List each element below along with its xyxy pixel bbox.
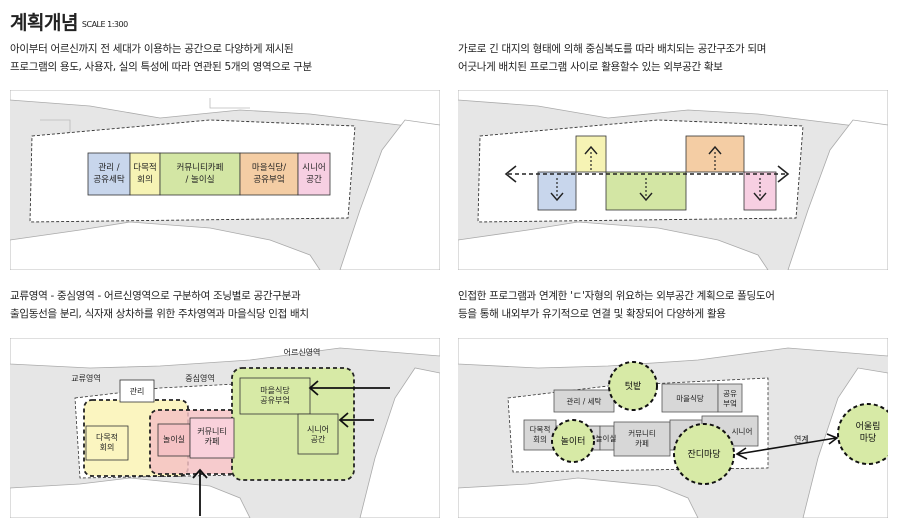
panel4-diagram: 관리 / 세탁 마을식당 공유 부엌 다목적 회의 놀이실 커뮤니티 카페 시니… (458, 338, 888, 518)
label-kitchen-2: 공유부엌 (260, 396, 289, 405)
panel1-caption: 아이부터 어르신까지 전 세대가 이용하는 공간으로 다양하게 제시된 프로그램… (10, 40, 312, 76)
p4-label-play: 놀이실 (596, 433, 617, 443)
zone-multi-label1: 다목적 (133, 162, 156, 173)
room-senior-box (297, 413, 339, 455)
link-arrow (735, 433, 839, 460)
label-lawn: 잔디마당 (687, 449, 720, 460)
panel2-diagram (458, 90, 888, 270)
label-central-zone: 중심영역 (185, 373, 214, 383)
circle-together (837, 403, 888, 465)
room-admin-box (119, 379, 155, 403)
label-admin: 관리 (130, 386, 145, 396)
panel3-diagram: 교류영역 중심영역 어르신영역 관리 다목적 회의 놀이실 커뮤니티 카페 마을… (10, 338, 440, 518)
room-kitchen-box (239, 377, 311, 415)
label-senior-1: 시니어 (307, 424, 329, 434)
p2-down-arrows (556, 150, 761, 198)
panel3-svg: 교류영역 중심영역 어르신영역 관리 다목적 회의 놀이실 커뮤니티 카페 마을… (10, 338, 440, 518)
scale-label: SCALE 1:300 (81, 20, 128, 29)
link-label: 연계 (794, 434, 809, 444)
zone-cafe-rect (159, 152, 241, 196)
panel1-svg: 관리 / 공유세탁 다목적 회의 커뮤니티카페 / 놀이실 마을식당/ 공유부엌… (10, 90, 440, 270)
circle-playground (551, 419, 595, 463)
panel2-caption-line2: 어긋나게 배치된 프로그램 사이로 활용할수 있는 외부공간 확보 (458, 61, 723, 73)
corridor-arrow-right (777, 165, 790, 183)
circle-lawn (673, 423, 735, 485)
label-play: 놀이실 (163, 434, 185, 444)
zone-admin-label2: 공유세탁 (93, 174, 124, 185)
label-together-1: 어울림 (856, 420, 881, 432)
label-kitchen-1: 마을식당 (260, 385, 290, 395)
p4-label-multi-2: 회의 (533, 434, 547, 444)
panel2-caption: 가로로 긴 대지의 형태에 의해 중심복도를 따라 배치되는 공간구조가 되며 … (458, 40, 766, 76)
label-cafe-2: 카페 (205, 436, 220, 446)
zone-senior-label1: 시니어 (302, 162, 325, 173)
circle-garden (608, 361, 658, 411)
room-multi-box (85, 425, 129, 461)
zone-admin-label1: 관리 / (98, 162, 119, 173)
zone-kitchen-rect (239, 152, 299, 196)
zone-senior-rect (297, 152, 331, 196)
label-exchange-zone: 교류영역 (71, 373, 100, 383)
entry-arrows (192, 380, 390, 516)
panel3-caption: 교류영역 - 중심영역 - 어르신영역으로 구분하여 조닝별로 공간구분과 출입… (10, 287, 309, 323)
panel4-caption: 인접한 프로그램과 연계한 'ㄷ'자형의 위요하는 외부공간 계획으로 폴딩도어… (458, 287, 775, 323)
panel4-svg: 관리 / 세탁 마을식당 공유 부엌 다목적 회의 놀이실 커뮤니티 카페 시니… (458, 338, 888, 518)
label-together-2: 마당 (860, 433, 877, 444)
p4-label-multi-1: 다목적 (530, 424, 551, 434)
panel1-caption-line1: 아이부터 어르신까지 전 세대가 이용하는 공간으로 다양하게 제시된 (10, 43, 294, 55)
panel3-caption-line1: 교류영역 - 중심영역 - 어르신영역으로 구분하여 조닝별로 공간구분과 (10, 290, 301, 302)
panel1-caption-line2: 프로그램의 용도, 사용자, 실의 특성에 따라 연관된 5개의 영역으로 구분 (10, 61, 312, 73)
panel3-caption-line2: 출입동선을 분리, 식자재 상차하를 위한 주차영역과 마을식당 인접 배치 (10, 308, 309, 320)
label-playground: 놀이터 (561, 436, 586, 447)
title-text: 계획개념 (10, 12, 78, 34)
panel4-caption-line2: 등을 통해 내외부가 유기적으로 연결 및 확장되어 다양하게 활용 (458, 308, 726, 320)
room-cafe-box (189, 417, 235, 459)
panel4-caption-line1: 인접한 프로그램과 연계한 'ㄷ'자형의 위요하는 외부공간 계획으로 폴딩도어 (458, 290, 775, 302)
panel1-zone-bars (87, 152, 331, 196)
zone-multi-label2: 회의 (137, 174, 153, 185)
label-garden: 텃밭 (625, 381, 642, 392)
p4-label-admin: 관리 / 세탁 (567, 396, 602, 406)
p4-label-cafe-2: 카페 (635, 438, 649, 448)
p4-outdoor-circles (551, 361, 888, 485)
label-multi-2: 회의 (100, 442, 115, 452)
p4-label-senior: 시니어 (732, 426, 753, 436)
p4-label-cafe-1: 커뮤니티 (628, 429, 656, 438)
label-cafe-1: 커뮤니티 (197, 426, 226, 436)
zone-kitchen-label2: 공유부엌 (253, 174, 284, 185)
zone-cafe-label2: / 놀이실 (185, 174, 214, 185)
label-senior-zone: 어르신영역 (284, 347, 321, 357)
label-senior-2: 공간 (311, 434, 326, 444)
zone-kitchen-label1: 마을식당/ (252, 162, 286, 173)
zone-senior-label2: 공간 (306, 174, 322, 185)
corridor-arrow-left (504, 165, 517, 183)
p4-label-share-2: 부엌 (723, 399, 737, 408)
room-play-box (157, 423, 191, 457)
panel2-caption-line1: 가로로 긴 대지의 형태에 의해 중심복도를 따라 배치되는 공간구조가 되며 (458, 43, 767, 55)
panel2-svg (458, 90, 888, 270)
label-multi-1: 다목적 (96, 432, 118, 442)
p4-label-kitchen: 마을식당 (676, 393, 704, 403)
panel1-diagram: 관리 / 공유세탁 다목적 회의 커뮤니티카페 / 놀이실 마을식당/ 공유부엌… (10, 90, 440, 270)
p4-label-share-1: 공유 (723, 389, 737, 398)
zone-multi-rect (129, 152, 161, 196)
zone-cafe-label1: 커뮤니티카페 (177, 162, 224, 173)
zone-admin-rect (87, 152, 131, 196)
